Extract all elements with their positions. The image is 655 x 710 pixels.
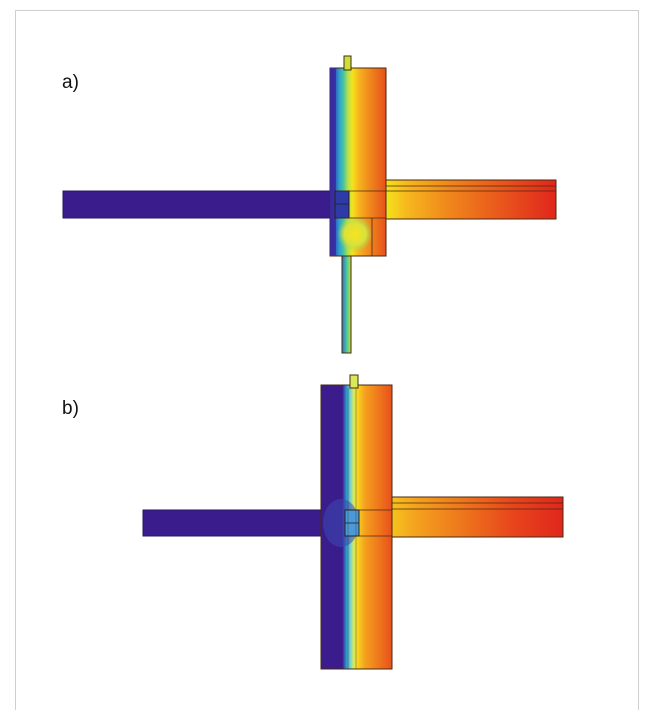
panel-a-label: a) xyxy=(62,72,79,93)
panel-b-floor-slab xyxy=(391,496,564,538)
figure-frame xyxy=(15,10,639,710)
panel-a-diagram xyxy=(62,55,557,354)
panel-a-top-flashing xyxy=(343,55,352,71)
panel-a-support-plate xyxy=(341,255,352,354)
panel-b-label: b) xyxy=(62,398,79,419)
panel-b-balcony-slab xyxy=(142,509,352,537)
panel-a-cladding xyxy=(330,68,336,256)
panel-a-floor-slab xyxy=(385,179,557,220)
panel-a-balcony-slab xyxy=(62,190,336,219)
panel-a-hotspot xyxy=(337,216,373,252)
panel-b-top-flashing xyxy=(349,374,359,389)
panel-b-diagram xyxy=(142,374,564,670)
panel-a-thermal-break xyxy=(334,190,350,219)
